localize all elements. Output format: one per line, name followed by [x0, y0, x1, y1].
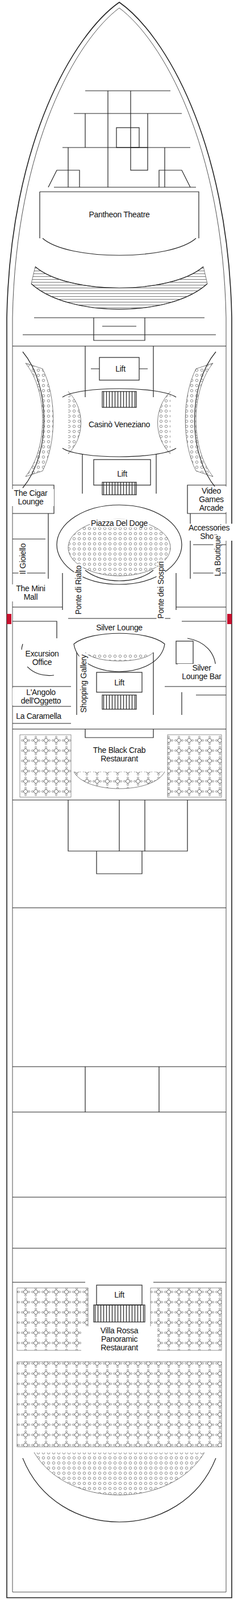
room-label: L'Angolo dell'Oggetto	[12, 689, 70, 707]
room-label: La Caramella	[14, 712, 63, 722]
room-label: The Black Crab Restaurant	[86, 746, 152, 764]
room-label: Il Gioiello	[18, 543, 28, 576]
room-label: Ponte di Rialto	[74, 565, 83, 617]
room-label: Pantheon Theatre	[87, 210, 151, 220]
room-label: Lift	[113, 1292, 125, 1301]
room-label: Video Games Arcade	[192, 487, 231, 513]
room-label: Lift	[114, 365, 127, 374]
room-label: Silver Lounge	[94, 624, 144, 633]
room-label: The Mini Mall	[11, 585, 50, 603]
room-label: Lift	[115, 470, 128, 479]
room-label: Villa Rossa Panoramic Restaurant	[81, 1328, 158, 1354]
room-label: Lift	[113, 679, 125, 688]
room-label: Piazza Del Doge	[89, 519, 149, 529]
room-label: Excursion Office	[19, 650, 65, 668]
room-label: Casinò Veneziano	[87, 420, 152, 430]
room-label: The Cigar Lounge	[7, 489, 54, 507]
room-label: Accessories Shop	[184, 524, 235, 542]
room-label: Shopping Gallery	[79, 654, 89, 716]
room-label: La Boutique	[213, 535, 223, 578]
room-label: Silver Lounge Bar	[177, 664, 226, 682]
room-label: Ponte dei Sospiri	[156, 561, 166, 621]
